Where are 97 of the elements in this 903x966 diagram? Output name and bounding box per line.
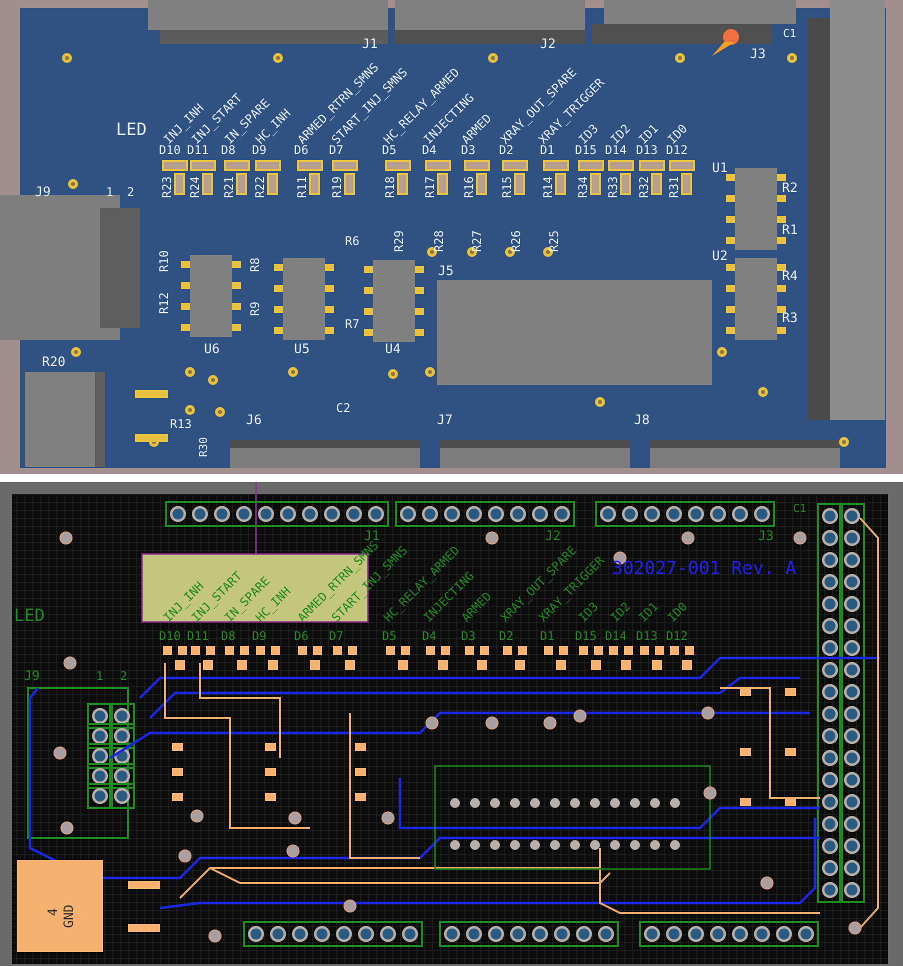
reference-designator: D2 xyxy=(499,630,514,642)
reference-designator: R20 xyxy=(42,356,66,369)
reference-designator: D7 xyxy=(329,630,344,642)
reference-designator: J2 xyxy=(540,38,556,51)
reference-designator: R1 xyxy=(782,224,798,237)
reference-designator: D13 xyxy=(636,144,658,156)
signal-label: ID0 xyxy=(666,600,690,624)
reference-designator: R17 xyxy=(424,176,436,198)
reference-designator: D15 xyxy=(575,144,597,156)
reference-designator: J6 xyxy=(246,414,262,427)
reference-designator: D8 xyxy=(221,630,236,642)
reference-designator: R16 xyxy=(463,176,475,198)
reference-designator: R21 xyxy=(223,176,235,198)
reference-designator: D14 xyxy=(605,144,627,156)
reference-designator: D1 xyxy=(540,144,554,156)
signal-label: ID0 xyxy=(666,122,690,146)
reference-designator: R34 xyxy=(577,176,589,198)
signal-label: ID1 xyxy=(636,600,660,624)
reference-designator: C2 xyxy=(336,402,350,414)
reference-designator: R10 xyxy=(158,250,170,272)
reference-designator: R7 xyxy=(345,318,360,330)
pin-number: 1 xyxy=(106,186,114,198)
reference-designator: U2 xyxy=(712,250,728,263)
reference-designator: U4 xyxy=(385,343,401,356)
reference-designator: D2 xyxy=(499,144,514,156)
reference-designator: J1 xyxy=(362,38,378,51)
reference-designator: D10 xyxy=(159,144,181,156)
pin-number: 2 xyxy=(127,186,134,198)
signal-label: ID2 xyxy=(608,122,632,146)
reference-designator: R18 xyxy=(384,176,396,198)
reference-designator: J3 xyxy=(758,530,774,543)
reference-designator: D9 xyxy=(252,144,266,156)
reference-designator: D1 xyxy=(540,630,554,642)
reference-designator: R13 xyxy=(170,418,192,430)
pin-number: 4 xyxy=(47,908,60,916)
reference-designator: R25 xyxy=(548,230,560,252)
pin-number: 2 xyxy=(120,670,128,682)
reference-designator: R29 xyxy=(393,230,405,252)
reference-designator: D3 xyxy=(461,630,476,642)
reference-designator: D5 xyxy=(382,144,396,156)
reference-designator: D6 xyxy=(294,630,308,642)
reference-designator: R24 xyxy=(189,176,201,198)
reference-designator: R26 xyxy=(510,230,522,252)
silkscreen-label: LED xyxy=(116,122,147,139)
reference-designator: R6 xyxy=(345,235,360,247)
reference-designator: R27 xyxy=(471,230,483,252)
reference-designator: D6 xyxy=(294,144,308,156)
reference-designator: D12 xyxy=(666,144,688,156)
reference-designator: R33 xyxy=(607,176,619,198)
signal-label: ID1 xyxy=(636,122,660,146)
reference-designator: R14 xyxy=(542,176,554,198)
reference-designator: R15 xyxy=(501,176,513,198)
reference-designator: R8 xyxy=(249,258,261,272)
reference-designator: D12 xyxy=(666,630,688,642)
reference-designator: J7 xyxy=(437,414,453,427)
pin-label: GND xyxy=(63,904,76,928)
reference-designator: J9 xyxy=(35,186,51,199)
reference-designator: R32 xyxy=(638,176,650,198)
reference-designator: R11 xyxy=(296,176,308,198)
reference-designator: U6 xyxy=(204,343,220,356)
pin-number: 1 xyxy=(96,670,104,682)
signal-label: ID2 xyxy=(608,600,632,624)
reference-designator: D13 xyxy=(636,630,658,642)
reference-designator: R9 xyxy=(249,302,261,316)
reference-designator: D4 xyxy=(422,144,436,156)
reference-designator: R12 xyxy=(158,292,170,314)
reference-designator: D3 xyxy=(461,144,476,156)
reference-designator: D10 xyxy=(159,630,181,642)
reference-designator: R23 xyxy=(161,176,173,198)
reference-designator: R19 xyxy=(331,176,343,198)
reference-designator: R28 xyxy=(433,230,445,252)
reference-designator: D11 xyxy=(187,630,209,642)
reference-designator: R2 xyxy=(782,182,798,195)
reference-designator: R3 xyxy=(782,312,798,325)
reference-designator: R30 xyxy=(198,437,209,457)
reference-designator: J9 xyxy=(24,670,40,683)
reference-designator: R31 xyxy=(668,176,680,198)
reference-designator: D15 xyxy=(575,630,597,642)
reference-designator: D14 xyxy=(605,630,627,642)
reference-designator: U1 xyxy=(712,162,728,175)
reference-designator: D11 xyxy=(187,144,209,156)
part-number: 302027-001 Rev. A xyxy=(612,560,796,578)
reference-designator: D8 xyxy=(221,144,236,156)
reference-designator: D7 xyxy=(329,144,344,156)
silkscreen-label: LED xyxy=(14,608,45,625)
reference-designator: C1 xyxy=(793,503,806,514)
reference-designator: R22 xyxy=(254,176,266,198)
reference-designator: J2 xyxy=(545,530,561,543)
reference-designator: J3 xyxy=(750,48,766,61)
reference-designator: R4 xyxy=(782,270,798,283)
reference-designator: U5 xyxy=(294,343,310,356)
reference-designator: D5 xyxy=(382,630,396,642)
reference-designator: D9 xyxy=(252,630,266,642)
reference-designator: C1 xyxy=(783,28,796,39)
reference-designator: D4 xyxy=(422,630,436,642)
reference-designator: J5 xyxy=(438,265,454,278)
reference-designator: J8 xyxy=(634,414,650,427)
